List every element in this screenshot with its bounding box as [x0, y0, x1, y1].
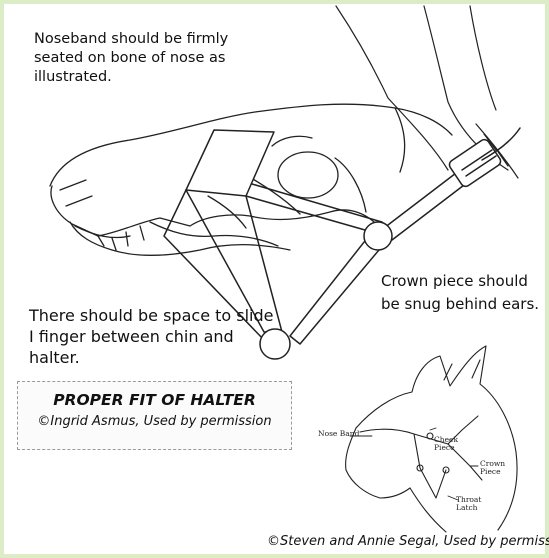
caption-box: PROPER FIT OF HALTER ©Ingrid Asmus, Used… [17, 381, 292, 450]
cheek-piece-small-label: Cheek Piece [434, 436, 460, 452]
bottom-credit: ©Steven and Annie Segal, Used by permiss… [267, 534, 549, 549]
throat-latch-small-label: Throat Latch [456, 496, 486, 512]
small-llama-diagram [346, 346, 517, 532]
finger-space-label: There should be space to slide I finger … [29, 306, 279, 368]
caption-credit: ©Ingrid Asmus, Used by permission [18, 414, 291, 429]
noseband-label: Noseband should be firmly seated on bone… [34, 30, 264, 87]
crown-piece-label: Crown piece should be snug behind ears. [381, 270, 541, 315]
nose-band-small-label: Nose Band [318, 430, 362, 438]
crown-piece-small-label: Crown Piece [480, 460, 510, 476]
caption-title: PROPER FIT OF HALTER [18, 391, 291, 409]
